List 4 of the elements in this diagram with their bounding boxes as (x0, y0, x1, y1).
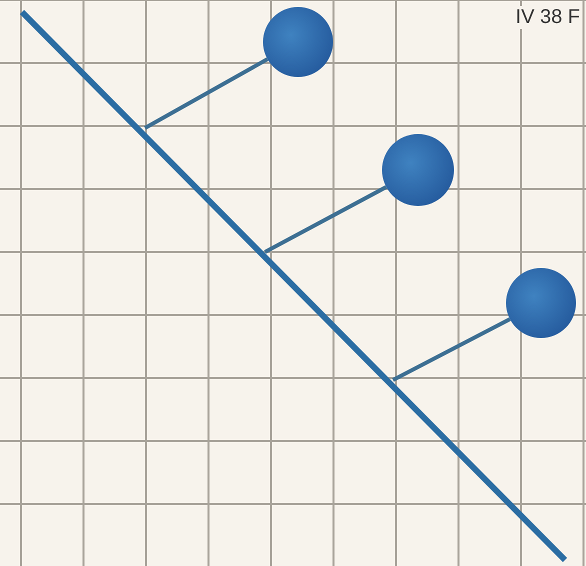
connector-line (264, 185, 388, 254)
connector-line (144, 57, 268, 130)
connector-line (392, 317, 511, 382)
diagonal-bar (18, 8, 569, 564)
